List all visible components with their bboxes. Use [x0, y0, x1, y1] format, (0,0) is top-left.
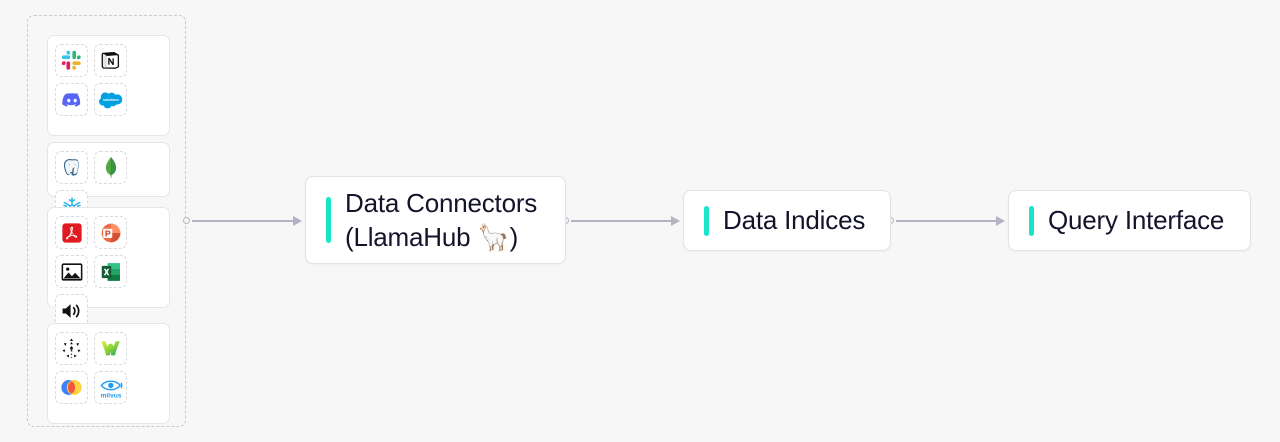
node-accent-bar	[704, 205, 709, 236]
node-label: Data Indices	[723, 205, 866, 236]
node-label: Data Connectors (LlamaHub 🦙)	[345, 187, 538, 252]
edge-indices-to-query	[887, 214, 1008, 228]
discord-icon[interactable]	[55, 83, 88, 116]
edge-line	[571, 220, 674, 222]
chroma-icon[interactable]	[55, 371, 88, 404]
salesforce-icon[interactable]: salesforce	[94, 83, 127, 116]
node-label: Query Interface	[1048, 205, 1225, 236]
slack-icon[interactable]	[55, 44, 88, 77]
node-query-interface[interactable]: Query Interface	[1008, 190, 1251, 251]
icon-group-databases	[47, 142, 170, 223]
pdf-icon[interactable]	[55, 216, 88, 249]
image-icon[interactable]	[55, 255, 88, 288]
node-accent-bar	[1029, 205, 1034, 236]
node-accent-bar	[326, 197, 331, 243]
svg-text:salesforce: salesforce	[102, 98, 118, 102]
icon-group-vector-stores: milvus	[47, 323, 170, 424]
postgresql-icon[interactable]	[55, 151, 88, 184]
svg-text:milvus: milvus	[100, 392, 121, 399]
milvus-icon[interactable]: milvus	[94, 371, 127, 404]
arrowhead-icon	[293, 215, 302, 226]
notion-icon[interactable]	[94, 44, 127, 77]
weaviate-icon[interactable]	[94, 332, 127, 365]
pinecone-icon[interactable]	[55, 332, 88, 365]
powerpoint-icon[interactable]	[94, 216, 127, 249]
icon-group-files	[47, 207, 170, 327]
mongodb-icon[interactable]	[94, 151, 127, 184]
edge-sources-to-connectors	[183, 214, 305, 228]
excel-icon[interactable]	[94, 255, 127, 288]
edge-line	[192, 220, 296, 222]
arrowhead-icon	[671, 215, 680, 226]
node-data-connectors[interactable]: Data Connectors (LlamaHub 🦙)	[305, 176, 566, 264]
node-data-indices[interactable]: Data Indices	[683, 190, 891, 251]
data-sources-container: salesforce	[27, 15, 186, 427]
edge-connectors-to-indices	[562, 214, 683, 228]
edge-source-port[interactable]	[183, 217, 190, 224]
icon-group-apps: salesforce	[47, 35, 170, 136]
arrowhead-icon	[996, 215, 1005, 226]
audio-icon[interactable]	[55, 294, 88, 327]
edge-line	[896, 220, 999, 222]
